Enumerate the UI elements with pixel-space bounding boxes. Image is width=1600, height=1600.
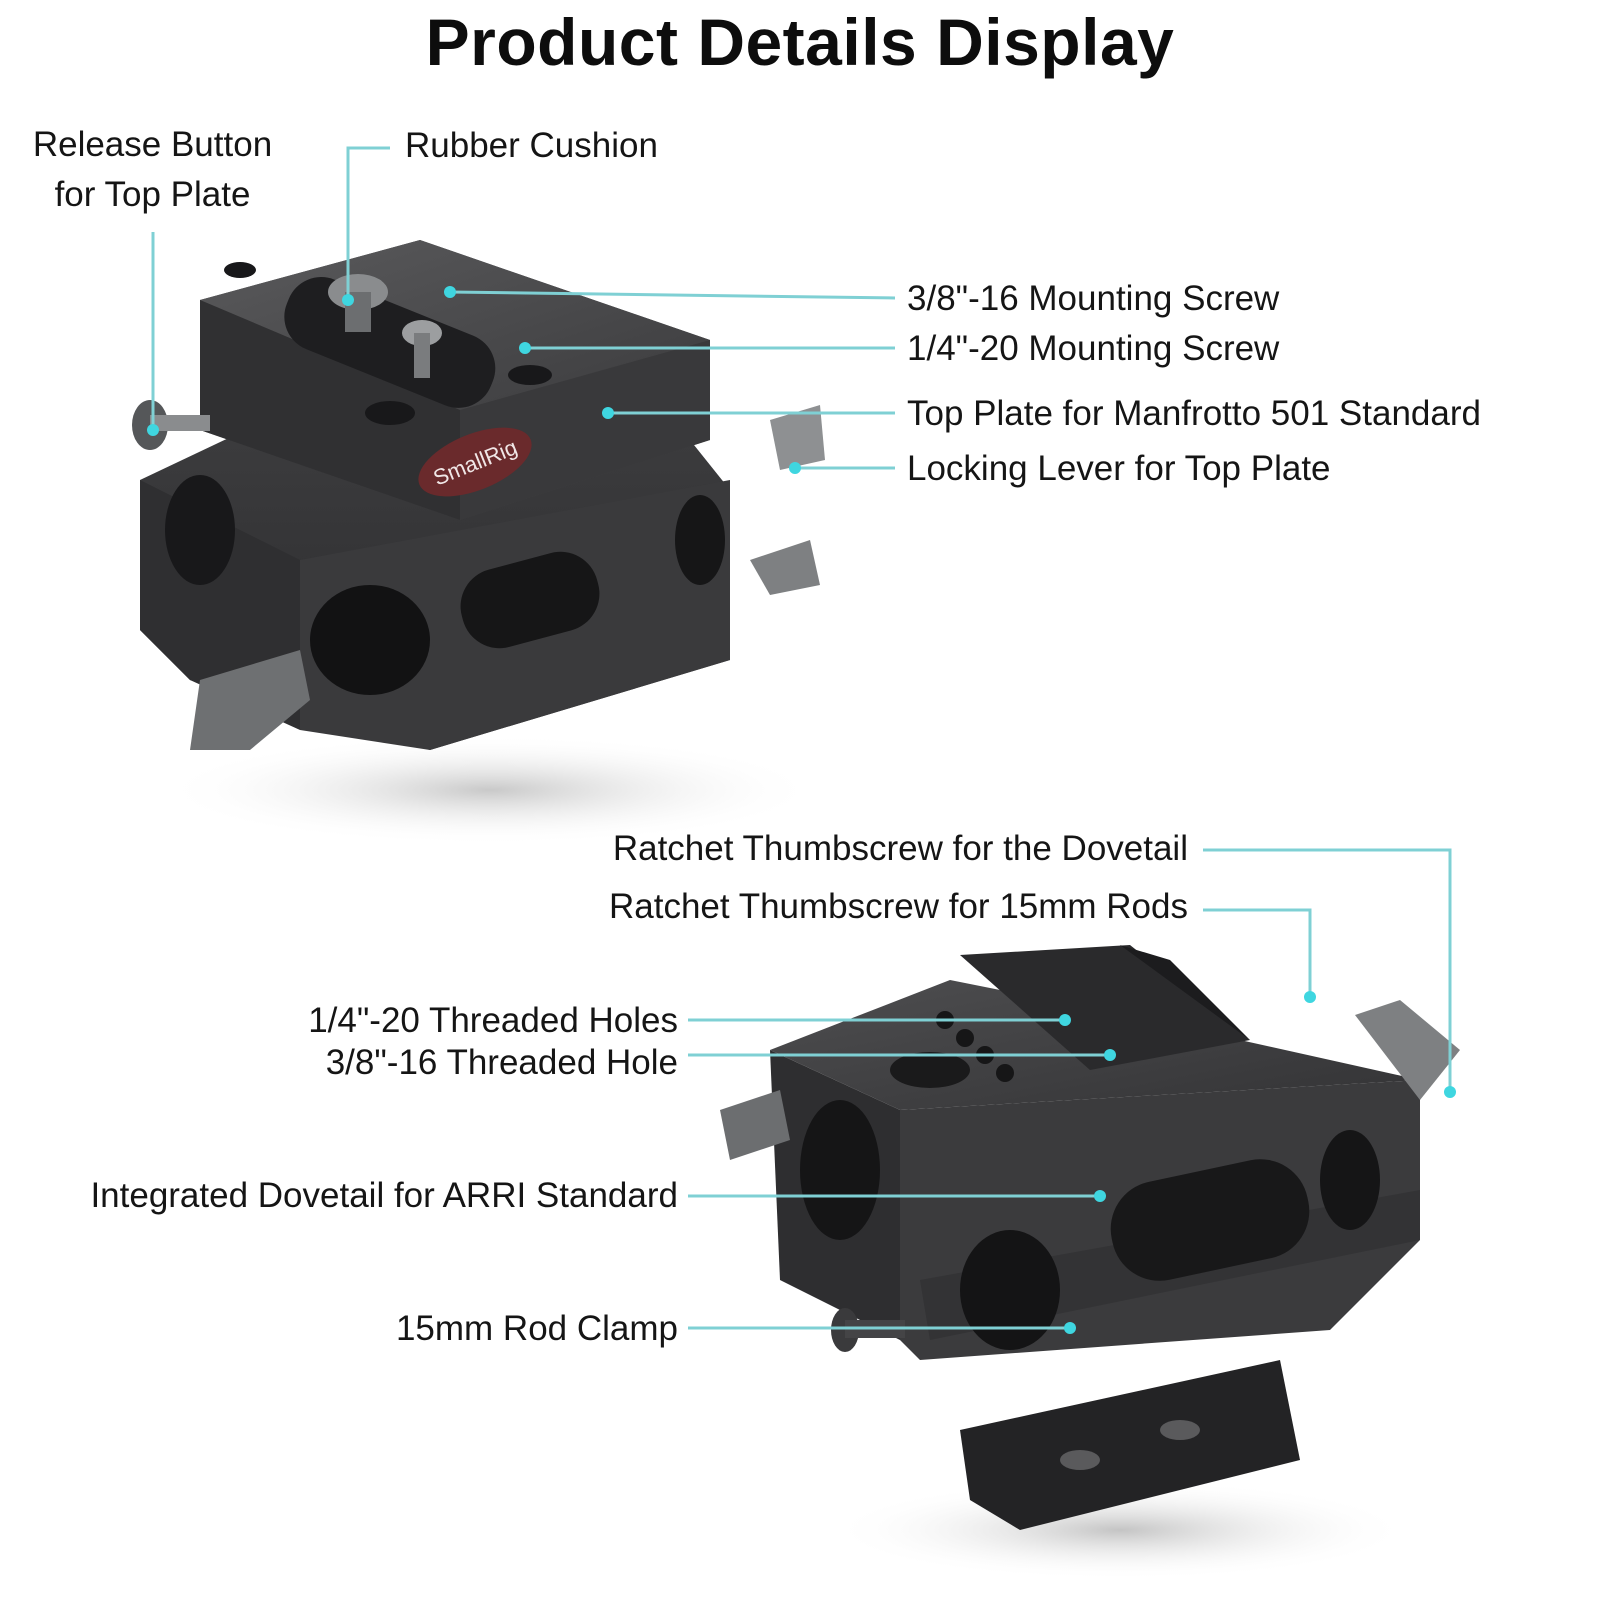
label-release-button-line1: Release Button [32,125,273,164]
top-product-image: SmallRig [132,240,825,845]
page-title: Product Details Display [425,5,1175,79]
label-release-button-line2: for Top Plate [54,175,251,214]
label-mounting-screw-14: 1/4"-20 Mounting Screw [907,329,1280,368]
label-mounting-screw-38: 3/8"-16 Mounting Screw [907,279,1280,318]
label-rubber-cushion: Rubber Cushion [405,126,658,165]
label-threaded-holes-14: 1/4"-20 Threaded Holes [308,1001,678,1040]
label-integrated-dovetail: Integrated Dovetail for ARRI Standard [90,1176,678,1215]
label-top-plate-manfrotto: Top Plate for Manfrotto 501 Standard [907,394,1481,433]
label-ratchet-rods: Ratchet Thumbscrew for 15mm Rods [608,887,1188,926]
label-ratchet-dovetail: Ratchet Thumbscrew for the Dovetail [612,829,1188,868]
label-threaded-hole-38: 3/8"-16 Threaded Hole [325,1043,678,1082]
label-locking-lever: Locking Lever for Top Plate [907,449,1331,488]
label-rod-clamp: 15mm Rod Clamp [395,1309,678,1348]
bottom-product-image [720,945,1460,1580]
label-release-button: Release Button for Top Plate [20,124,285,216]
